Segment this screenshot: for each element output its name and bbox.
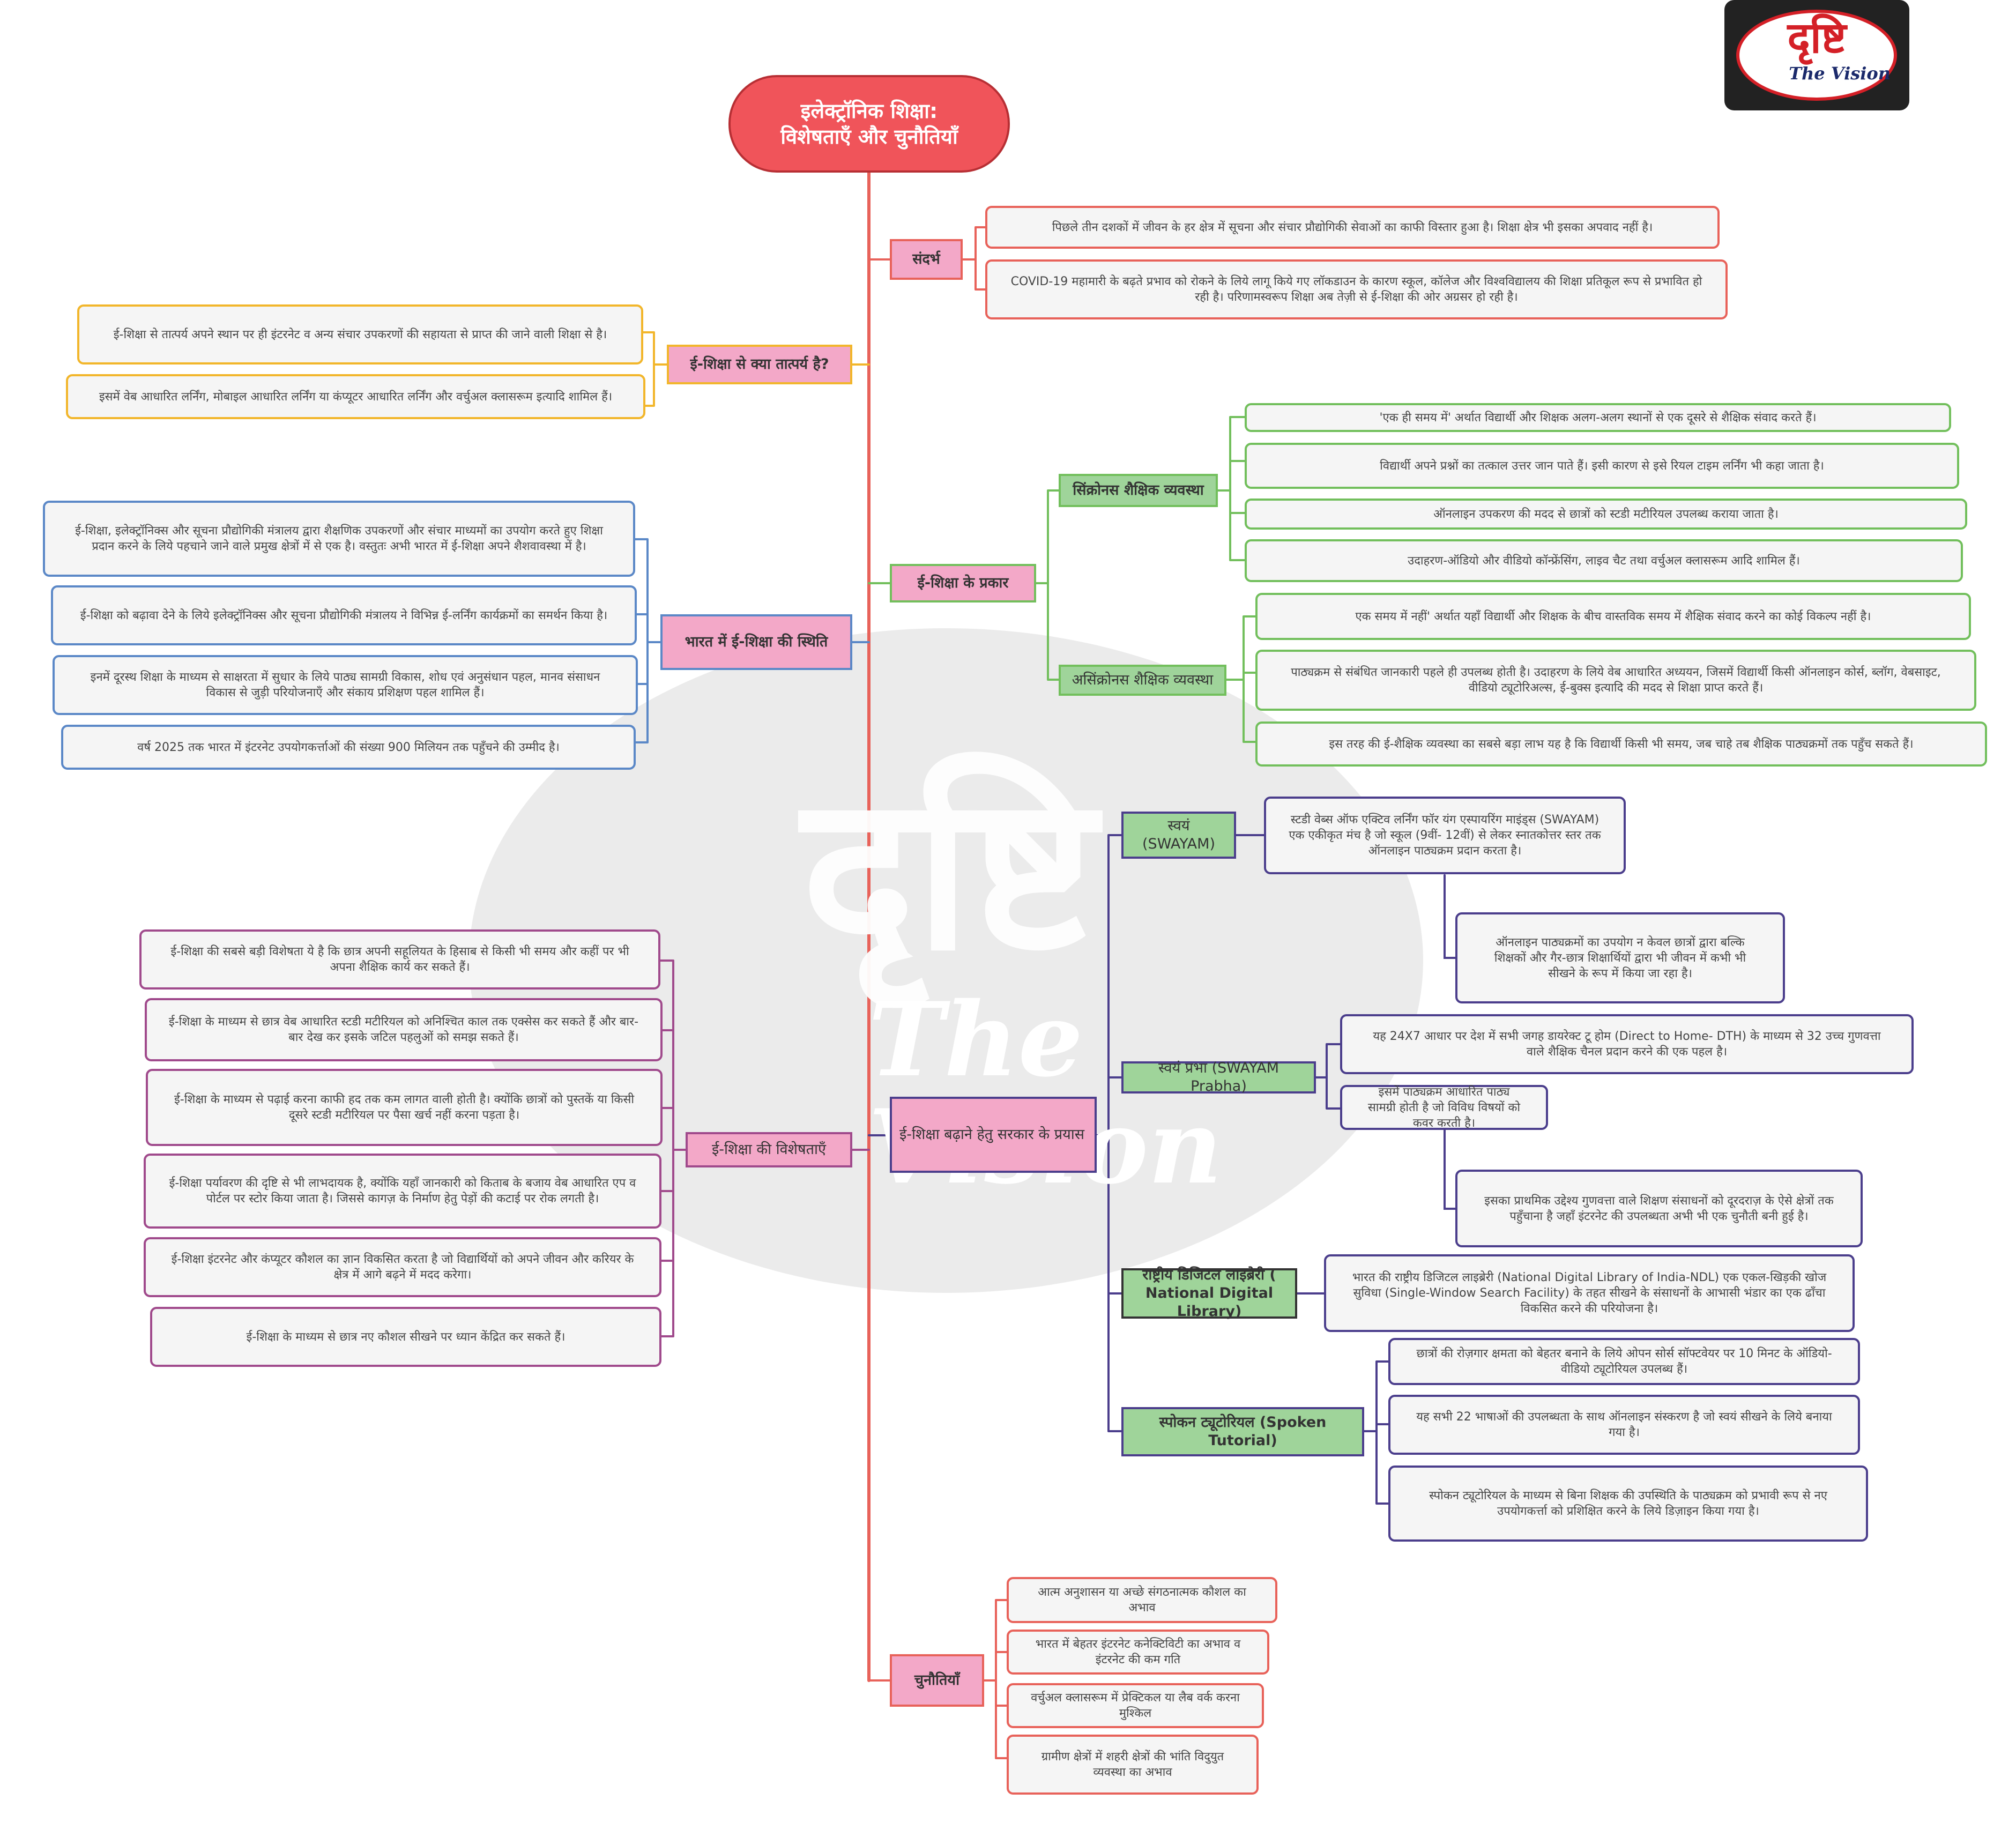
features-item-2: ई-शिक्षा के माध्यम से छात्र वेब आधारित स… (145, 998, 663, 1061)
context-item-1: पिछले तीन दशकों में जीवन के हर क्षेत्र म… (985, 206, 1720, 249)
async-item-3: इस तरह की ई-शैक्षिक व्यवस्था का सबसे बड़… (1255, 721, 1987, 767)
features-item-5: ई-शिक्षा इंटरनेट और कंप्यूटर कौशल का ज्ञ… (144, 1237, 661, 1297)
india-item-3: इनमें दूरस्थ शिक्षा के माध्यम से साक्षरत… (53, 655, 638, 715)
sync-header: सिंक्रोनस शैक्षिक व्यवस्था (1059, 474, 1218, 507)
features-item-3: ई-शिक्षा के माध्यम से पढ़ाई करना काफी हद… (146, 1069, 663, 1146)
watermark-main: दृष्टि (801, 749, 1096, 998)
spoken-item-3: स्पोकन ट्यूटोरियल के माध्यम से बिना शिक्… (1388, 1466, 1868, 1542)
sync-item-3: ऑनलाइन उपकरण की मदद से छात्रों को स्टडी … (1245, 499, 1967, 530)
types-header: ई-शिक्षा के प्रकार (890, 564, 1036, 602)
spoken-header: स्पोकन ट्यूटोरियल (Spoken Tutorial) (1121, 1407, 1364, 1456)
logo-oval (1736, 10, 1897, 101)
logo-main-text: दृष्टि (1787, 13, 1847, 63)
ndl-item-1: भारत की राष्ट्रीय डिजिटल लाइब्रेरी (Nati… (1324, 1254, 1855, 1332)
india-item-2: ई-शिक्षा को बढ़ावा देने के लिये इलेक्ट्र… (51, 585, 637, 645)
prabha-item-2: इसमें पाठ्यक्रम आधारित पाठ्य सामग्री होत… (1340, 1085, 1548, 1130)
challenges-item-3: वर्चुअल क्लासरूम में प्रेक्टिकल या लैब व… (1007, 1683, 1264, 1728)
sync-item-4: उदाहरण-ऑडियो और वीडियो कॉन्फ्रेंसिंग, ला… (1245, 539, 1963, 582)
spoken-item-2: यह सभी 22 भाषाओं की उपलब्धता के साथ ऑनला… (1388, 1395, 1860, 1455)
challenges-header: चुनौतियाँ (890, 1654, 984, 1707)
async-item-1: एक समय में नहीं' अर्थात यहाँ विद्यार्थी … (1255, 593, 1971, 640)
context-header: संदर्भ (890, 239, 963, 280)
title-line-1: इलेक्ट्रॉनिक शिक्षा: (800, 99, 938, 123)
india-item-1: ई-शिक्षा, इलेक्ट्रॉनिक्स और सूचना प्रौद्… (43, 501, 635, 577)
features-item-6: ई-शिक्षा के माध्यम से छात्र नए कौशल सीखन… (150, 1307, 661, 1367)
swayam-header: स्वयं (SWAYAM) (1121, 812, 1236, 859)
watermark-oval (469, 628, 1423, 1293)
challenges-item-1: आत्म अनुशासन या अच्छे संगठनात्मक कौशल का… (1007, 1577, 1277, 1623)
india-item-4: वर्ष 2025 तक भारत में इंटरनेट उपयोगकर्त्… (61, 725, 636, 770)
meaning-item-2: इसमें वेब आधारित लर्निंग, मोबाइल आधारित … (66, 374, 645, 419)
context-item-2: COVID-19 महामारी के बढ़ते प्रभाव को रोकन… (985, 259, 1728, 319)
title-line-2: विशेषताएँ और चुनौतियाँ (780, 125, 958, 148)
features-item-1: ई-शिक्षा की सबसे बड़ी विशेषता ये है कि छ… (139, 929, 660, 990)
challenges-item-4: ग्रामीण क्षेत्रों में शहरी क्षेत्रों की … (1007, 1735, 1259, 1795)
sync-item-2: विद्यार्थी अपने प्रश्नों का तत्काल उत्तर… (1245, 443, 1959, 489)
spoken-item-1: छात्रों की रोज़गार क्षमता को बेहतर बनाने… (1388, 1338, 1860, 1385)
async-item-2: पाठ्यक्रम से संबंधित जानकारी पहले ही उपल… (1255, 650, 1976, 711)
meaning-item-1: ई-शिक्षा से तात्पर्य अपने स्थान पर ही इं… (77, 304, 643, 364)
prabha-header: स्वयं प्रभा (SWAYAM Prabha) (1121, 1060, 1316, 1095)
swayam-item-1: स्टडी वेब्स ऑफ एक्टिव लर्निंग फॉर यंग एस… (1264, 797, 1626, 874)
ndl-header: राष्ट्रीय डिजिटल लाइब्रेरी ( National Di… (1121, 1267, 1297, 1320)
prabha-item-3: इसका प्राथमिक उद्देश्य गुणवत्ता वाले शिक… (1455, 1170, 1863, 1247)
features-header: ई-शिक्षा की विशेषताएँ (686, 1132, 852, 1167)
logo-sub-text: The Vision (1789, 63, 1891, 84)
sync-item-1: 'एक ही समय में' अर्थात विद्यार्थी और शिक… (1245, 403, 1951, 432)
swayam-item-2: ऑनलाइन पाठ्यक्रमों का उपयोग न केवल छात्र… (1455, 912, 1785, 1003)
features-item-4: ई-शिक्षा पर्यावरण की दृष्टि से भी लाभदाय… (144, 1154, 661, 1229)
india-header: भारत में ई-शिक्षा की स्थिति (660, 614, 852, 670)
challenges-item-2: भारत में बेहतर इंटरनेट कनेक्टिविटी का अभ… (1007, 1630, 1269, 1675)
govt-header: ई-शिक्षा बढ़ाने हेतु सरकार के प्रयास (890, 1097, 1097, 1173)
async-header: असिंक्रोनस शैक्षिक व्यवस्था (1059, 665, 1226, 696)
mindmap-title: इलेक्ट्रॉनिक शिक्षा:विशेषताएँ और चुनौतिय… (728, 75, 1010, 173)
prabha-item-1: यह 24X7 आधार पर देश में सभी जगह डायरेक्ट… (1340, 1014, 1914, 1074)
drishti-logo: दृष्टि The Vision (1724, 0, 1909, 110)
meaning-header: ई-शिक्षा से क्या तात्पर्य है? (667, 345, 852, 384)
